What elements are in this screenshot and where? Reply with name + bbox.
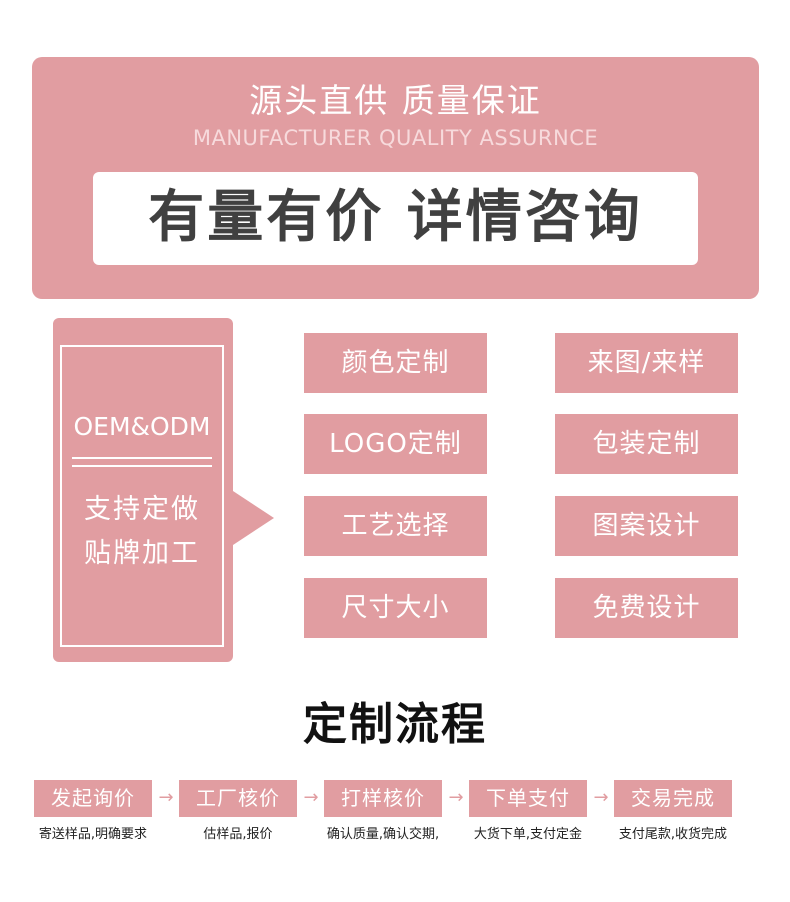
step-arrow-icon: → (158, 787, 174, 808)
option-packaging-custom[interactable]: 包装定制 (555, 414, 738, 474)
step-desc-inquiry: 寄送样品,明确要求 (38, 827, 148, 842)
option-sample-image[interactable]: 来图/来样 (555, 333, 738, 393)
oem-title: OEM&ODM (73, 412, 211, 441)
option-free-design[interactable]: 免费设计 (555, 578, 738, 638)
option-logo-custom[interactable]: LOGO定制 (304, 414, 487, 474)
oem-panel: OEM&ODM 支持定做 贴牌加工 (53, 318, 233, 662)
step-sampling: 打样核价 (324, 780, 442, 817)
slogan-box: 有量有价 详情咨询 (93, 172, 698, 265)
top-banner: 源头直供 质量保证 MANUFACTURER QUALITY ASSURNCE … (32, 57, 759, 299)
banner-subtitle: MANUFACTURER QUALITY ASSURNCE (192, 126, 599, 150)
oem-frame: OEM&ODM 支持定做 贴牌加工 (60, 345, 224, 647)
option-pattern-design[interactable]: 图案设计 (555, 496, 738, 556)
oem-divider-top (72, 457, 212, 459)
process-title: 定制流程 (303, 699, 487, 750)
step-inquiry: 发起询价 (34, 780, 152, 817)
option-craft-select[interactable]: 工艺选择 (304, 496, 487, 556)
step-factory-quote: 工厂核价 (179, 780, 297, 817)
option-color-custom[interactable]: 颜色定制 (304, 333, 487, 393)
slogan-text: 有量有价 详情咨询 (148, 185, 643, 250)
step-desc-order-payment: 大货下单,支付定金 (473, 827, 583, 842)
step-desc-sampling: 确认质量,确认交期, (326, 827, 440, 842)
banner-title: 源头直供 质量保证 (249, 81, 542, 120)
step-arrow-icon: → (303, 787, 319, 808)
oem-desc-line-2: 贴牌加工 (84, 538, 200, 569)
option-size[interactable]: 尺寸大小 (304, 578, 487, 638)
step-desc-factory-quote: 估样品,报价 (203, 827, 273, 842)
step-arrow-icon: → (448, 787, 464, 808)
step-order-payment: 下单支付 (469, 780, 587, 817)
oem-divider-bottom (72, 465, 212, 467)
step-desc-complete: 支付尾款,收货完成 (618, 827, 728, 842)
oem-description: 支持定做 贴牌加工 (62, 488, 222, 576)
step-arrow-icon: → (593, 787, 609, 808)
oem-desc-line-1: 支持定做 (84, 494, 200, 525)
pointer-arrow (233, 491, 274, 545)
step-complete: 交易完成 (614, 780, 732, 817)
